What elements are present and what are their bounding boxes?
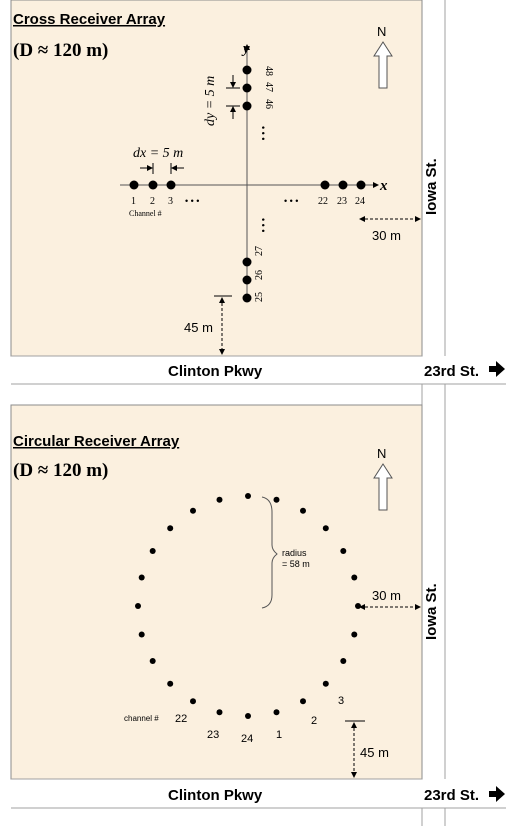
cross-receiver-46 (242, 101, 252, 111)
circle-receiver (167, 680, 174, 687)
north-arrow-icon: N (373, 446, 393, 511)
cross-receiver-1 (129, 180, 139, 190)
circle-receiver (322, 680, 329, 687)
circle-receiver-ring (135, 493, 361, 719)
circle-receiver (138, 631, 145, 638)
cross-dy-label: dy = 5 m (203, 76, 218, 126)
circle-road-east: Iowa St. (423, 583, 440, 640)
cross-diameter: (D ≈ 120 m) (13, 40, 108, 61)
cross-receiver-48 (242, 65, 252, 75)
cross-channel-3: 3 (168, 196, 173, 207)
cross-dist-south: 45 m (184, 320, 213, 335)
circle-receiver (190, 698, 196, 705)
circle-receiver (273, 496, 280, 503)
cross-channel-48: 48 (263, 66, 274, 76)
circle-channel-2: 2 (311, 715, 317, 727)
circle-receiver (216, 496, 223, 503)
circle-receiver (138, 574, 145, 581)
cross-receiver-26 (242, 275, 252, 285)
cross-channel-27: 27 (254, 246, 265, 256)
cross-ellipsis-top: • • • (258, 126, 268, 140)
circle-channel-23: 23 (207, 729, 219, 741)
cross-ellipsis-right: • • • (284, 196, 298, 206)
circle-channel-24: 24 (241, 733, 253, 745)
cross-receiver-27 (242, 257, 252, 267)
radius-label-1: radius (282, 548, 307, 558)
cross-channel-47: 47 (263, 82, 274, 92)
cross-receiver-3 (166, 180, 176, 190)
cross-channel-23: 23 (337, 196, 347, 207)
circle-dist-south: 45 m (360, 745, 389, 760)
circle-title: Circular Receiver Array (13, 433, 180, 450)
circle-receiver (245, 713, 251, 719)
radius-brace (261, 496, 278, 609)
circle-receiver (351, 574, 358, 581)
right-arrow-icon (489, 786, 505, 802)
circle-channel-3: 3 (338, 695, 344, 707)
circle-channel-1: 1 (276, 729, 282, 741)
circle-receiver (300, 507, 306, 514)
cross-road-south: Clinton Pkwy (168, 363, 263, 380)
cross-receiver-24 (356, 180, 366, 190)
cross-panel: Cross Receiver Array (D ≈ 120 m) N y x 1… (10, 0, 506, 405)
cross-x-axis-label: x (379, 178, 388, 194)
cross-ellipsis-left: • • • (185, 196, 199, 206)
circle-receiver (190, 507, 196, 514)
circle-receiver (355, 603, 361, 609)
circle-receiver (167, 525, 174, 532)
circle-channel-label: channel # (124, 714, 159, 723)
cross-receiver-23 (338, 180, 348, 190)
cross-receiver-47 (242, 83, 252, 93)
circle-road-south: Clinton Pkwy (168, 787, 263, 804)
north-arrow-icon: N (373, 24, 393, 89)
circle-receiver (340, 658, 347, 664)
circle-receiver (149, 658, 156, 664)
circle-receiver (351, 631, 358, 638)
cross-receiver-2 (148, 180, 158, 190)
circle-field (10, 404, 423, 780)
cross-receiver-25 (242, 293, 252, 303)
cross-channel-1: 1 (131, 196, 136, 207)
circle-panel: Circular Receiver Array (D ≈ 120 m) N ra… (10, 404, 506, 826)
circle-receiver (245, 493, 251, 499)
circle-receiver (216, 709, 223, 716)
circle-receiver (273, 709, 280, 716)
cross-y-axis-label: y (241, 41, 250, 57)
cross-road-east: Iowa St. (423, 158, 440, 215)
cross-dist-east: 30 m (372, 228, 401, 243)
cross-channel-46: 46 (263, 99, 274, 109)
cross-receiver-22 (320, 180, 330, 190)
cross-dx-label: dx = 5 m (133, 146, 183, 161)
circle-receiver (300, 698, 306, 705)
cross-channel-26: 26 (254, 270, 265, 280)
cross-ellipsis-bottom: • • • (258, 218, 268, 232)
svg-text:N: N (377, 446, 386, 461)
circle-dist-east: 30 m (372, 588, 401, 603)
circle-road-corner: 23rd St. (424, 787, 479, 804)
cross-channel-2: 2 (150, 196, 155, 207)
cross-field (10, 0, 423, 357)
cross-road-corner: 23rd St. (424, 363, 479, 380)
right-arrow-icon (489, 361, 505, 377)
cross-channel-24: 24 (355, 196, 365, 207)
circle-receiver (149, 548, 156, 554)
circle-channel-22: 22 (175, 713, 187, 725)
svg-text:N: N (377, 24, 386, 39)
circle-diameter: (D ≈ 120 m) (13, 460, 108, 481)
cross-channel-25: 25 (254, 292, 265, 302)
cross-channel-22: 22 (318, 196, 328, 207)
circle-receiver (340, 548, 347, 554)
cross-title: Cross Receiver Array (13, 11, 166, 28)
radius-label-2: = 58 m (282, 559, 310, 569)
cross-channel-label: Channel # (129, 209, 162, 218)
circle-receiver (135, 603, 141, 609)
circle-receiver (322, 525, 329, 532)
